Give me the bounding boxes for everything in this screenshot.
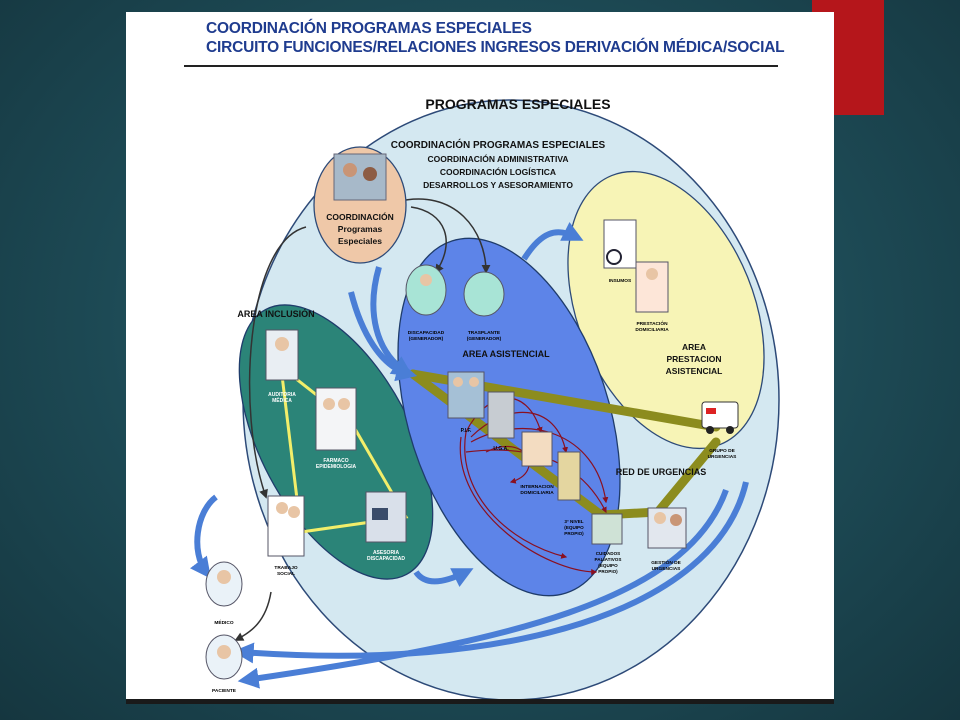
- tercer-nivel-icon: [557, 451, 581, 501]
- coord-line-3: DESARROLLOS Y ASESORAMIENTO: [423, 180, 573, 190]
- medico-label: MÉDICO: [214, 618, 233, 626]
- grupo-urgencias-label-1: GRUPO DE: [709, 448, 735, 454]
- discapacidad-label-2: (GENERADOR): [409, 336, 444, 342]
- auditoria-icon: [265, 329, 299, 381]
- gestion-urgencias-label-2: URGENCIAS: [652, 566, 682, 572]
- trasplante-icon: [463, 271, 505, 317]
- blue-flow-arrows: [190, 221, 749, 689]
- discapacidad-icon: [405, 264, 447, 316]
- patient-icon: [217, 645, 231, 659]
- person-icon: [323, 398, 335, 410]
- header-divider: [184, 65, 778, 67]
- uga-label: U.G.A.: [493, 446, 509, 452]
- auditoria-label-2: MÉDICA: [272, 396, 292, 404]
- area-asistencial-label: AREA ASISTENCIAL: [462, 349, 550, 359]
- pif-icon: [447, 371, 485, 419]
- person-icon: [670, 514, 682, 526]
- person-icon: [338, 398, 350, 410]
- uga-building-icon: [487, 391, 515, 439]
- paciente-label: PACIENTE: [212, 688, 237, 694]
- asesoria-label-1: ASESORIA: [373, 550, 400, 556]
- dark-link-arrows: [234, 198, 491, 641]
- farmaco-label-1: FARMACO: [323, 458, 348, 464]
- coord-title: COORDINACIÓN PROGRAMAS ESPECIALES: [391, 138, 606, 151]
- farmaco-label-2: EPIDEMIOLOGIA: [316, 464, 357, 470]
- slide: COORDINACIÓN PROGRAMAS ESPECIALES CIRCUI…: [126, 12, 834, 702]
- slide-bottom-bar: [126, 699, 834, 704]
- cuidados-label-4: PROPIO): [598, 569, 618, 574]
- grupo-urgencias-label-2: URGENCIAS: [708, 454, 738, 460]
- person-icon: [453, 377, 463, 387]
- programas-diagram: PROGRAMAS ESPECIALES COORDINACIÓN PROGRA…: [190, 96, 780, 701]
- cuidados-icon: [591, 513, 623, 545]
- area-prestacion-label-3: ASISTENCIAL: [666, 366, 723, 376]
- person-icon: [276, 502, 288, 514]
- tercer-nivel-label-3: PROPIO): [564, 531, 584, 536]
- coord-line-2: COORDINACIÓN LOGÍSTICA: [440, 166, 556, 177]
- doctor-icon: [275, 337, 289, 351]
- coordinacion-line-2: Programas: [338, 224, 383, 234]
- person-icon: [420, 274, 432, 286]
- coordinacion-line-1: COORDINACIÓN: [326, 211, 394, 222]
- discapacidad-label-1: DISCAPACIDAD: [408, 330, 445, 336]
- coordinacion-photo: [333, 153, 387, 201]
- area-prestacion-label-2: PRESTACION: [666, 354, 721, 364]
- pif-label: P.I.F.: [461, 428, 472, 434]
- person-icon: [363, 167, 377, 181]
- trabajo-social-label-1: TRABAJO: [274, 565, 297, 571]
- cuidados-label-2: PALIATIVOS: [595, 557, 622, 562]
- red-urgencias-label: RED DE URGENCIAS: [616, 467, 707, 477]
- person-icon: [469, 377, 479, 387]
- prestacion-domiciliaria-label-1: PRESTACIÓN: [636, 319, 668, 327]
- person-icon: [343, 163, 357, 177]
- person-icon: [654, 512, 666, 524]
- computer-icon: [372, 508, 388, 520]
- wheel-icon: [606, 249, 622, 265]
- farmaco-icon: [315, 387, 357, 451]
- main-title: PROGRAMAS ESPECIALES: [425, 96, 610, 112]
- gestion-urgencias-label-1: GESTIÓN DE: [651, 558, 681, 566]
- tercer-nivel-label-1: 3° NIVEL: [564, 519, 583, 524]
- internacion-label-2: DOMICILIARIA: [520, 490, 554, 496]
- person-icon: [288, 506, 300, 518]
- insumos-label: INSUMOS: [609, 278, 632, 284]
- area-inclusion-label: AREA INCLUSIÓN: [237, 308, 314, 319]
- prestacion-domiciliaria-label-2: DOMICILIARIA: [635, 327, 669, 333]
- trasplante-label-1: TRASPLANTE: [468, 330, 501, 336]
- internacion-icon: [521, 431, 553, 467]
- header-line-2: CIRCUITO FUNCIONES/RELACIONES INGRESOS D…: [206, 39, 785, 56]
- trasplante-label-2: (GENERADOR): [467, 336, 502, 342]
- coord-line-1: COORDINACIÓN ADMINISTRATIVA: [427, 153, 568, 164]
- slide-header: COORDINACIÓN PROGRAMAS ESPECIALES CIRCUI…: [206, 19, 785, 57]
- auditoria-label-1: AUDITORIA: [268, 392, 296, 398]
- doctor-icon: [217, 570, 231, 584]
- area-prestacion-label-1: AREA: [682, 342, 706, 352]
- trabajo-social-label-2: SOCIAL: [277, 571, 295, 577]
- person-icon: [646, 268, 658, 280]
- asesoria-label-2: DISCAPACIDAD: [367, 556, 405, 562]
- gestion-urgencias-icon: [647, 507, 687, 549]
- cuidados-label-1: CUIDADOS: [596, 551, 621, 556]
- coordinacion-line-3: Especiales: [338, 236, 382, 246]
- header-line-1: COORDINACIÓN PROGRAMAS ESPECIALES: [206, 20, 532, 37]
- internacion-label-1: INTERNACION: [520, 484, 554, 490]
- ambulance-icon: [701, 401, 739, 434]
- cuidados-label-3: (EQUIPO: [598, 563, 618, 568]
- tercer-nivel-label-2: (EQUIPO: [564, 525, 584, 530]
